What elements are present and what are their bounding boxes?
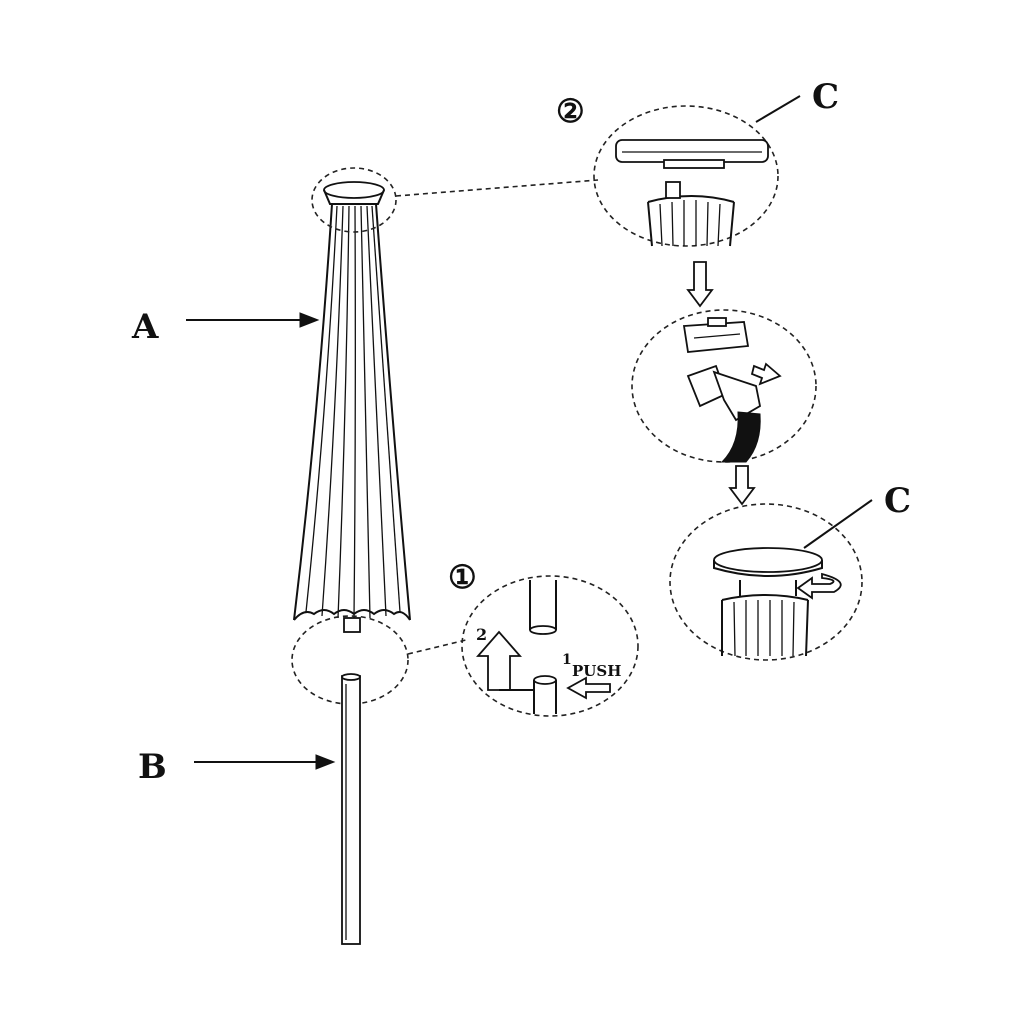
detail-2-top-cap: ② <box>556 92 779 247</box>
detail1-number-2: 2 <box>476 625 487 644</box>
label-b-callout: B <box>138 747 336 787</box>
step-1-marker: ① <box>448 558 477 596</box>
detail-3-light-module <box>631 309 817 463</box>
closed-umbrella-canopy <box>293 181 411 633</box>
connector-joint <box>407 639 467 655</box>
detail1-number-1: 1 <box>562 652 572 668</box>
label-a-callout: A <box>131 307 320 347</box>
lower-pole <box>341 673 361 945</box>
detail-4-installed-cap <box>669 503 863 661</box>
label-c-top: C <box>812 77 839 117</box>
label-c-bottom-callout: C <box>803 481 911 549</box>
label-b: B <box>138 747 167 787</box>
down-arrow-2-icon <box>728 465 756 506</box>
step-2-marker: ② <box>556 92 585 130</box>
detail-1-push-joint: ① 2 1 PUSH <box>448 558 639 717</box>
joint-detail-marker <box>291 615 409 705</box>
connector-top <box>395 179 599 197</box>
top-detail-marker <box>311 167 397 233</box>
label-a: A <box>131 307 159 347</box>
push-label: PUSH <box>572 662 621 680</box>
down-arrow-1-icon <box>686 261 714 308</box>
label-c-bottom: C <box>884 481 911 521</box>
label-c-top-callout: C <box>755 77 839 123</box>
push-arrow-icon <box>566 676 611 700</box>
